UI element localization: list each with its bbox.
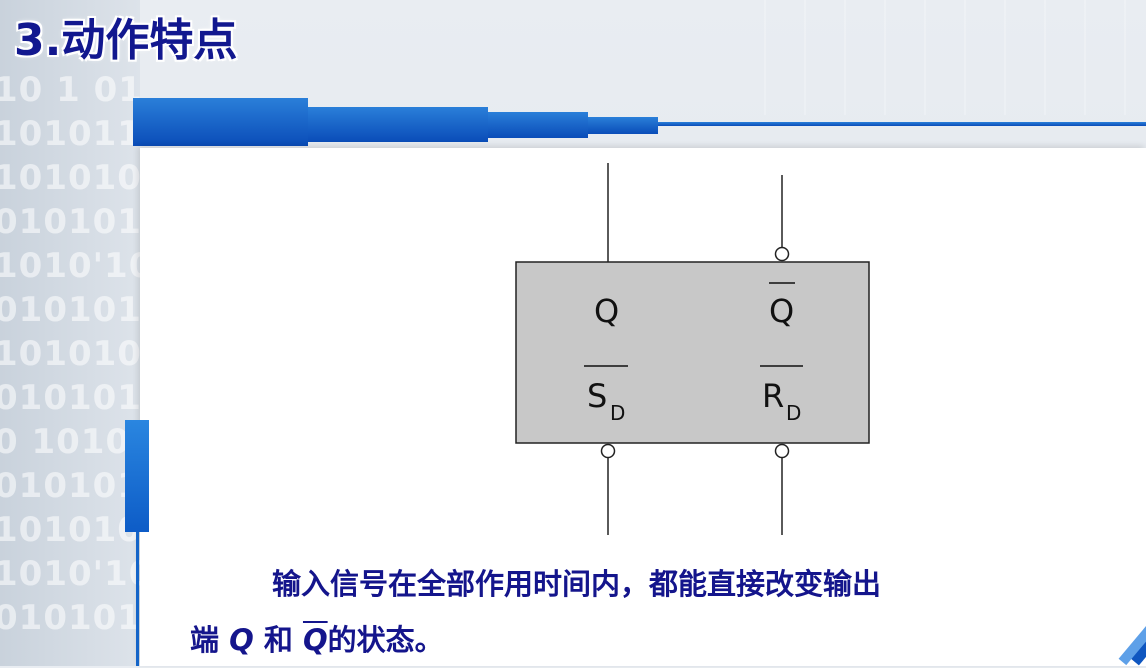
background-binary-pattern: 10 1 01101011010101010100101010101010'10… (0, 0, 140, 666)
binary-digits-row: 1010'1010 (0, 554, 140, 594)
header-band-segment (488, 112, 588, 138)
caption-qbar: Q (302, 623, 328, 657)
header-band-line (658, 122, 1146, 126)
caption-line-2: 端 Q 和 Q的状态。 (190, 623, 444, 657)
label-rd: R (762, 377, 784, 415)
background-circuit-pattern (726, 0, 1146, 115)
binary-digits-row: 1010'1010 (0, 246, 140, 286)
header-band-segment (588, 117, 658, 134)
caption-and: 和 (253, 623, 303, 657)
caption-prefix: 端 (190, 623, 230, 657)
label-sd: S (587, 377, 607, 415)
pin-sd-inversion-bubble (600, 443, 616, 459)
side-accent-line (136, 532, 139, 666)
flip-flop-box (515, 261, 870, 444)
caption-text: 输入信号在全部作用时间内，都能直接改变输出 端 Q 和 Q的状态。 (190, 556, 1120, 668)
caption-suffix: 的状态。 (327, 623, 444, 657)
binary-digits-row: 10 1 01 (0, 70, 140, 110)
binary-digits-row: 0 1010 (0, 422, 131, 462)
pin-qbar-inversion-bubble (774, 246, 790, 262)
header-band-segment (133, 98, 308, 146)
header-band-segment (308, 107, 488, 142)
label-qbar: Q (769, 292, 794, 330)
side-accent-strip (125, 420, 149, 532)
page-title: 3.动作特点 (14, 15, 238, 66)
label-q: Q (594, 292, 619, 330)
caption-q: Q (229, 623, 254, 657)
label-sd-subscript: D (610, 401, 625, 425)
label-rd-subscript: D (786, 401, 801, 425)
caption-line-1: 输入信号在全部作用时间内，都能直接改变输出 (272, 567, 882, 601)
pin-rd-inversion-bubble (774, 443, 790, 459)
